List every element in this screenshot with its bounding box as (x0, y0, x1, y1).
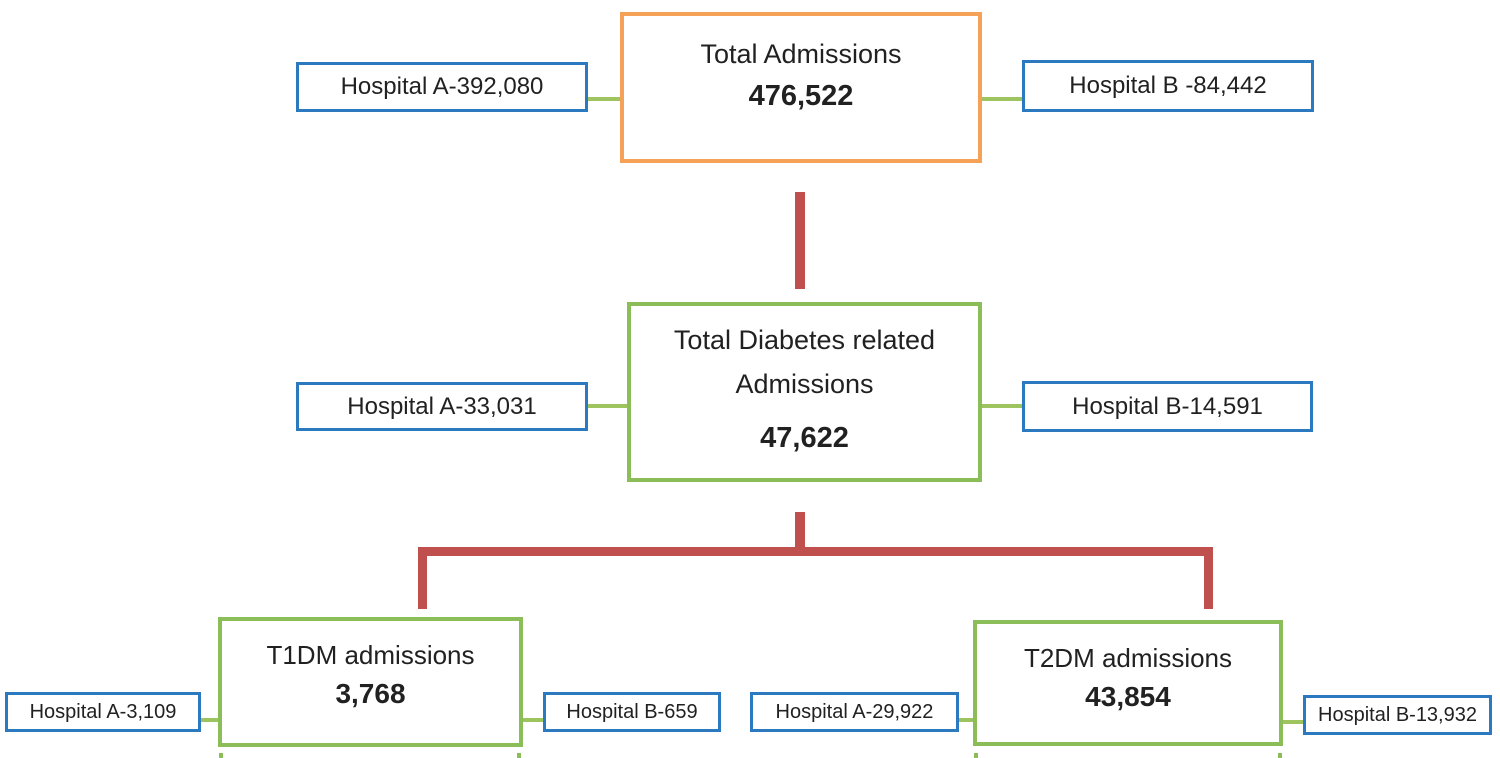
total-admissions-title: Total Admissions (700, 39, 902, 69)
connector-total-to-diabetes (795, 192, 805, 289)
t1dm-admissions-node: T1DM admissions 3,768 (218, 617, 523, 747)
diabetes-title-line2: Admissions (735, 369, 874, 399)
connector-hospital-b-diabetes (982, 404, 1022, 408)
total-admissions-node: Total Admissions 476,522 (620, 12, 982, 163)
connector-diabetes-branch-bar (418, 547, 1213, 556)
clipped-connector-stub (219, 753, 223, 758)
diabetes-title-line1: Total Diabetes related (673, 325, 936, 355)
hospital-a-total-label: Hospital A-392,080 (340, 73, 544, 100)
connector-hospital-a-diabetes (588, 404, 627, 408)
connector-hospital-a-t2dm (959, 718, 973, 722)
connector-hospital-b-t2dm (1283, 720, 1303, 724)
connector-diabetes-branch-stem (795, 512, 805, 554)
connector-branch-to-t2dm (1204, 556, 1213, 609)
hospital-a-t2dm-node: Hospital A-29,922 (750, 692, 959, 732)
hospital-b-t2dm-label: Hospital B-13,932 (1318, 703, 1477, 726)
connector-branch-to-t1dm (418, 556, 427, 609)
t2dm-admissions-node: T2DM admissions 43,854 (973, 620, 1283, 746)
hospital-b-t2dm-node: Hospital B-13,932 (1303, 695, 1492, 735)
t1dm-value: 3,768 (335, 678, 406, 709)
t2dm-title: T2DM admissions (1023, 643, 1233, 673)
hospital-b-total-node: Hospital B -84,442 (1022, 60, 1314, 112)
hospital-b-t1dm-node: Hospital B-659 (543, 692, 721, 732)
hospital-b-diabetes-label: Hospital B-14,591 (1072, 392, 1263, 420)
diabetes-value: 47,622 (760, 422, 849, 454)
hospital-b-total-label: Hospital B -84,442 (1069, 72, 1267, 99)
clipped-connector-stub (1278, 753, 1282, 758)
hospital-a-t1dm-node: Hospital A-3,109 (5, 692, 201, 732)
hospital-a-diabetes-label: Hospital A-33,031 (347, 392, 537, 420)
clipped-connector-stub (974, 753, 978, 758)
connector-hospital-b-total (982, 97, 1022, 101)
hospital-a-total-node: Hospital A-392,080 (296, 62, 588, 112)
total-admissions-value: 476,522 (748, 80, 854, 112)
hospital-a-t2dm-label: Hospital A-29,922 (775, 700, 934, 723)
hospital-b-diabetes-node: Hospital B-14,591 (1022, 381, 1313, 432)
hospital-a-diabetes-node: Hospital A-33,031 (296, 382, 588, 431)
connector-hospital-a-total (588, 97, 620, 101)
diabetes-admissions-node: Total Diabetes related Admissions 47,622 (627, 302, 982, 482)
hospital-a-t1dm-label: Hospital A-3,109 (29, 700, 177, 723)
connector-hospital-a-t1dm (201, 718, 218, 722)
connector-hospital-b-t1dm (523, 718, 543, 722)
hospital-b-t1dm-label: Hospital B-659 (566, 700, 698, 723)
t2dm-value: 43,854 (1085, 681, 1171, 712)
clipped-connector-stub (517, 753, 521, 758)
t1dm-title: T1DM admissions (266, 640, 475, 670)
